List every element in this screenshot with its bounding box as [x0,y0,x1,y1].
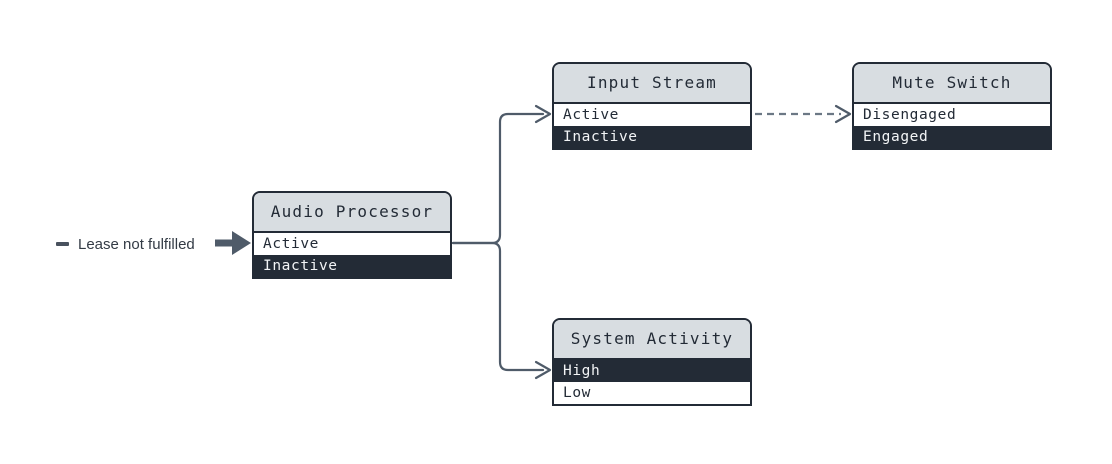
edge-audio-processor-to-input-stream [451,104,552,245]
node-state-row[interactable]: Active [254,233,450,255]
node-state-row[interactable]: Disengaged [854,104,1050,126]
source-label-text: Lease not fulfilled [78,235,195,253]
node-state-row[interactable]: Engaged [854,126,1050,148]
source-label: Lease not fulfilled [56,232,195,256]
line-dash-marker-icon [56,242,69,246]
node-title: System Activity [554,320,750,360]
node-state-row[interactable]: High [554,360,750,382]
node-title: Input Stream [554,64,750,104]
edge-input-stream-to-mute-switch [755,104,852,124]
node-state-row[interactable]: Inactive [554,126,750,148]
node-state-row[interactable]: Low [554,382,750,404]
node-title: Audio Processor [254,193,450,233]
node-system-activity[interactable]: System Activity High Low [552,318,752,406]
edge-source-to-audio-processor [215,231,251,255]
node-title: Mute Switch [854,64,1050,104]
edge-audio-processor-to-system-activity [451,241,552,380]
node-state-row[interactable]: Active [554,104,750,126]
node-state-row[interactable]: Inactive [254,255,450,277]
node-audio-processor[interactable]: Audio Processor Active Inactive [252,191,452,279]
node-mute-switch[interactable]: Mute Switch Disengaged Engaged [852,62,1052,150]
node-input-stream[interactable]: Input Stream Active Inactive [552,62,752,150]
